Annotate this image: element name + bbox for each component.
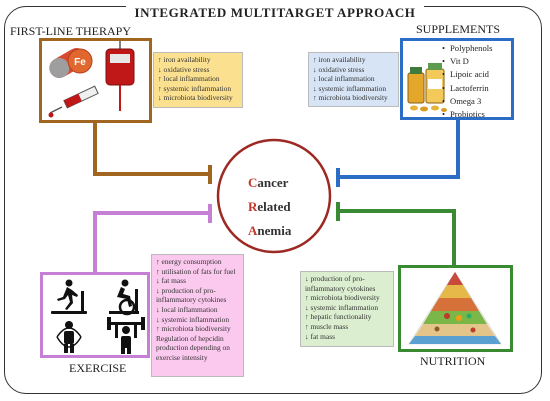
therapy-effect-2: ↑ local inflammation <box>158 74 220 84</box>
exercise-effect-7: Regulation of hepcidin production depend… <box>156 333 230 362</box>
nutrition-label: NUTRITION <box>420 354 486 368</box>
supplement-item: Omega 3 <box>442 95 493 108</box>
therapy-image-frame: Fe <box>39 38 152 123</box>
supplements-effects-box: ↑ iron availability ↓ oxidative stress ↓… <box>308 52 399 107</box>
connector-exercise <box>93 211 208 272</box>
therapy-illustration: Fe <box>48 41 135 118</box>
therapy-effect-0: ↑ iron availability <box>158 55 211 64</box>
syringe-icon <box>48 85 99 118</box>
exercise-effect-5: ↓ systemic inflammation <box>156 314 230 324</box>
nutrition-effect-4: ↑ muscle mass <box>305 321 349 331</box>
weight-lifting-icon <box>107 317 145 354</box>
supplement-effect-0: ↑ iron availability <box>313 55 366 64</box>
therapy-effect-4: ↓ microbiota biodiversity <box>158 93 233 103</box>
center-label: Cancer Related Anemia <box>248 171 291 243</box>
nutrition-image-frame <box>398 265 513 352</box>
exercise-label: EXERCISE <box>69 361 127 375</box>
exercise-image-frame <box>40 272 150 358</box>
center-line-3: Anemia <box>248 223 292 238</box>
exercise-effect-0: ↑ energy consumption <box>156 257 222 266</box>
main-title: INTEGRATED MULTITARGET APPROACH <box>0 4 550 22</box>
therapy-effect-1: ↓ oxidative stress <box>158 64 210 74</box>
iron-pill-icon: Fe <box>49 48 93 78</box>
exercise-effect-4: ↓ local inflammation <box>156 304 218 314</box>
exercise-effect-2: ↓ fat mass <box>156 276 186 286</box>
treadmill-icon <box>51 279 87 314</box>
supplement-effect-4: ↑ microbiota biodiversity <box>313 93 388 103</box>
exercise-effect-1: ↑ utilisation of fats for fuel <box>156 266 236 276</box>
supplement-item: Polyphenols <box>442 42 493 55</box>
nutrition-effect-5: ↓ fat mass <box>305 331 335 341</box>
nutrition-effect-3: ↑ hepatic functionality <box>305 312 372 322</box>
center-line-1: Cancer <box>248 175 289 190</box>
supplement-item: Probiotics <box>442 108 493 121</box>
supplement-item: Vit D <box>442 55 493 68</box>
center-line-2: Related <box>248 199 291 214</box>
supplement-item: Lipoic acid <box>442 68 493 81</box>
supplement-effect-3: ↓ systemic inflammation <box>313 83 387 93</box>
therapy-effects-box: ↑ iron availability ↓ oxidative stress ↑… <box>153 52 243 108</box>
center-circle <box>216 138 332 254</box>
supplements-list: Polyphenols Vit D Lipoic acid Lactoferri… <box>442 42 493 121</box>
main-title-text: INTEGRATED MULTITARGET APPROACH <box>126 5 424 20</box>
exercise-effect-3: ↓ production of pro-inflammatory cytokin… <box>156 285 227 305</box>
nutrition-effect-2: ↓ systemic inflammation <box>305 302 379 312</box>
supplement-effect-2: ↓ local inflammation <box>313 74 375 84</box>
supplements-label: SUPPLEMENTS <box>416 22 501 36</box>
blood-bag-icon <box>105 41 135 111</box>
connector-therapy <box>93 122 208 176</box>
connector-nutrition <box>340 209 456 266</box>
connector-supplements <box>340 118 460 179</box>
supplement-bottles-icon <box>407 63 447 112</box>
supplement-item: Lactoferrin <box>442 82 493 95</box>
exercise-effects-box: ↑ energy consumption ↑ utilisation of fa… <box>151 254 244 377</box>
nutrition-effect-1: ↑ microbiota biodiversity <box>305 293 380 303</box>
stationary-bike-icon <box>109 279 139 316</box>
exercise-effect-6: ↑ microbiota biodiversity <box>156 324 231 334</box>
svg-text:Fe: Fe <box>74 57 86 68</box>
therapy-label: FIRST-LINE THERAPY <box>10 24 132 38</box>
supplement-effect-1: ↓ oxidative stress <box>313 64 365 74</box>
food-pyramid-icon <box>408 271 502 345</box>
therapy-effect-3: ↑ systemic inflammation <box>158 83 232 93</box>
nutrition-effects-box: ↓ production of pro-inflammatory cytokin… <box>300 271 394 347</box>
nutrition-effect-0: ↓ production of pro-inflammatory cytokin… <box>305 274 376 293</box>
jump-rope-icon <box>56 321 82 353</box>
exercise-illustration <box>51 279 145 354</box>
